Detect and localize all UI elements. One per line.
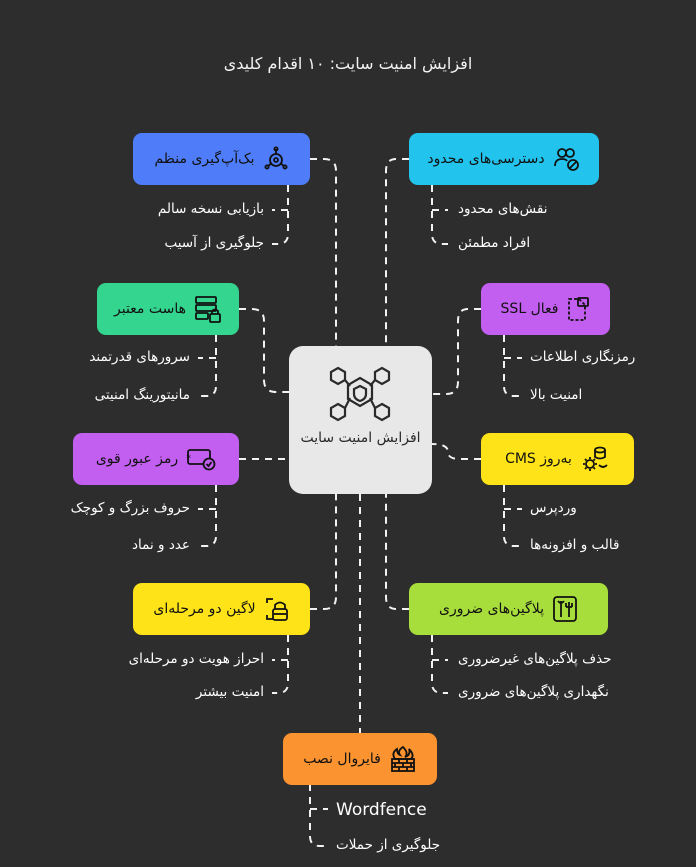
leaf-password-2: عدد و نماد <box>132 537 190 553</box>
node-ssl: فعال SSL <box>481 283 610 335</box>
leaf-host-1: سرورهای قدرتمند <box>89 349 190 365</box>
backup-gear-icon <box>263 146 289 172</box>
leaf-cms-1: وردپرس <box>530 500 577 516</box>
center-label: افزایش امنیت سایت <box>300 430 421 446</box>
node-backup: بک‌آپ‌گیری منظم <box>133 133 310 185</box>
node-plugins: پلاگین‌های ضروری <box>409 583 608 635</box>
node-ssl-label: فعال SSL <box>500 301 559 317</box>
node-access: دسترسی‌های محدود <box>409 133 599 185</box>
cms-update-icon <box>580 445 610 473</box>
leaf-host-2: مانیتورینگ امنیتی <box>94 387 190 403</box>
leaf-twofa-1: احراز هویت دو مرحله‌ای <box>128 651 264 667</box>
node-password: ** رمز عبور قوی <box>73 433 239 485</box>
svg-text:**: ** <box>186 454 192 464</box>
center-node: افزایش امنیت سایت <box>289 346 432 494</box>
file-lock-icon <box>566 295 590 323</box>
leaf-backup-1: بازیابی نسخه سالم <box>157 201 264 217</box>
leaf-ssl-2: امنیت بالا <box>530 387 583 403</box>
node-firewall: فایروال نصب <box>283 733 437 785</box>
plugin-tools-icon <box>552 595 578 623</box>
firewall-icon <box>389 745 417 773</box>
leaf-plugins-1: حذف پلاگین‌های غیرضروری <box>458 651 612 667</box>
leaf-firewall-1: Wordfence <box>336 800 427 820</box>
password-check-icon: ** <box>186 447 216 471</box>
node-password-label: رمز عبور قوی <box>95 451 179 467</box>
leaf-access-1: نقش‌های محدود <box>458 201 548 217</box>
diagram-title: افزایش امنیت سایت: ۱۰ اقدام کلیدی <box>223 54 473 73</box>
server-lock-icon <box>194 295 222 323</box>
node-access-label: دسترسی‌های محدود <box>427 151 545 167</box>
leaf-backup-2: جلوگیری از آسیب <box>164 235 264 251</box>
leaf-access-2: افراد مطمئن <box>458 235 531 251</box>
leaf-password-1: حروف بزرگ و کوچک <box>70 500 190 516</box>
node-twofa-label: لاگین دو مرحله‌ای <box>153 601 256 617</box>
node-backup-label: بک‌آپ‌گیری منظم <box>154 151 255 167</box>
node-host-label: هاست معتبر <box>114 301 187 317</box>
leaf-firewall-2: جلوگیری از حملات <box>336 837 441 853</box>
node-twofa: لاگین دو مرحله‌ای <box>133 583 310 635</box>
node-cms-label: به‌روز CMS <box>505 451 572 467</box>
node-plugins-label: پلاگین‌های ضروری <box>439 601 544 617</box>
leaf-plugins-2: نگهداری پلاگین‌های ضروری <box>458 684 609 700</box>
leaf-ssl-1: رمزنگاری اطلاعات <box>530 349 636 365</box>
two-factor-lock-icon <box>264 595 290 623</box>
node-firewall-label: فایروال نصب <box>303 751 381 767</box>
node-cms: به‌روز CMS <box>481 433 634 485</box>
node-host: هاست معتبر <box>97 283 239 335</box>
leaf-twofa-2: امنیت بیشتر <box>195 684 264 700</box>
users-restricted-icon <box>553 146 581 172</box>
leaf-cms-2: قالب و افزونه‌ها <box>530 537 620 553</box>
